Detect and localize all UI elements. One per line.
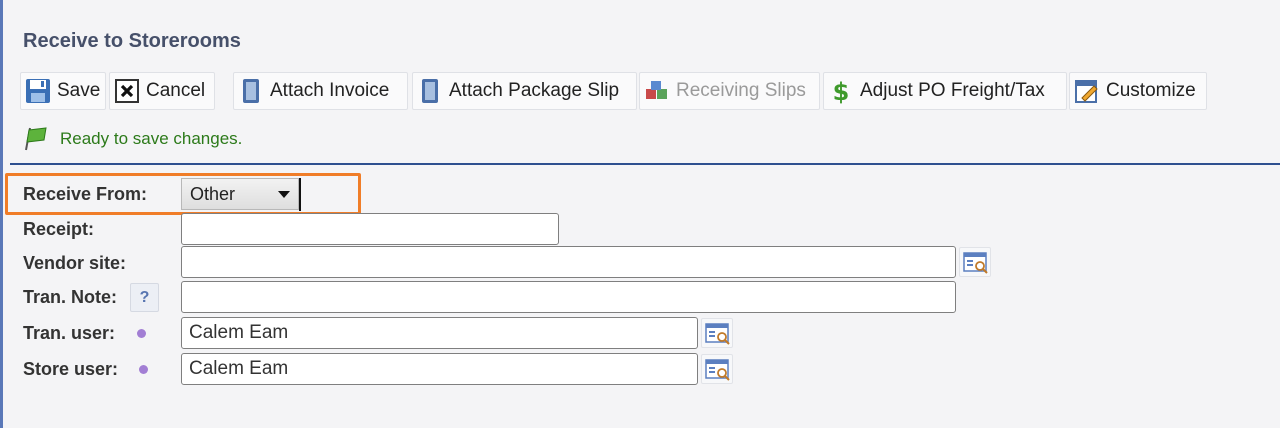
- lookup-list-icon: [705, 323, 730, 345]
- receiving-slips-label: Receiving Slips: [676, 80, 806, 101]
- document-icon: [417, 78, 443, 104]
- lookup-list-icon: [963, 252, 988, 274]
- floppy-disk-icon: [25, 78, 51, 104]
- tran-user-input[interactable]: Calem Eam: [181, 317, 698, 349]
- attach-package-slip-button[interactable]: Attach Package Slip: [412, 72, 637, 110]
- customize-button[interactable]: Customize: [1069, 72, 1207, 110]
- receipt-label: Receipt:: [23, 219, 95, 239]
- adjust-po-label: Adjust PO Freight/Tax: [860, 80, 1045, 101]
- store-user-input[interactable]: Calem Eam: [181, 353, 698, 385]
- receipt-input[interactable]: [181, 213, 559, 245]
- store-user-lookup-button[interactable]: [701, 354, 733, 384]
- edit-form-icon: [1074, 78, 1100, 104]
- help-button[interactable]: ?: [130, 283, 159, 312]
- receive-from-label: Receive From:: [23, 184, 148, 204]
- status-text: Ready to save changes.: [60, 129, 243, 148]
- status-message: Ready to save changes.: [22, 126, 242, 152]
- flag-icon: [22, 126, 50, 152]
- adjust-po-freight-tax-button[interactable]: $ Adjust PO Freight/Tax: [823, 72, 1067, 110]
- attach-invoice-label: Attach Invoice: [270, 80, 390, 101]
- save-label: Save: [57, 80, 101, 101]
- document-icon: [238, 78, 264, 104]
- section-divider: [10, 163, 1280, 165]
- attach-invoice-button[interactable]: Attach Invoice: [233, 72, 408, 110]
- attach-package-slip-label: Attach Package Slip: [449, 80, 620, 101]
- highlight-box: [5, 173, 361, 215]
- receive-from-select[interactable]: Other: [181, 178, 299, 210]
- tran-user-label: Tran. user:: [23, 323, 116, 343]
- x-box-icon: [114, 78, 140, 104]
- tran-note-input[interactable]: [181, 281, 956, 313]
- lookup-list-icon: [705, 359, 730, 381]
- receiving-slips-button[interactable]: Receiving Slips: [639, 72, 820, 110]
- vendor-site-label: Vendor site:: [23, 253, 127, 273]
- window-left-edge: [0, 0, 3, 428]
- store-user-label: Store user:: [23, 359, 119, 379]
- customize-label: Customize: [1106, 80, 1196, 101]
- required-dot-icon: [139, 365, 148, 374]
- receive-from-value: Other: [190, 183, 236, 204]
- vendor-site-lookup-button[interactable]: [959, 247, 991, 277]
- cancel-button[interactable]: Cancel: [109, 72, 215, 110]
- boxes-icon: [644, 78, 670, 104]
- caret-down-icon: [278, 191, 290, 198]
- text-cursor: [299, 178, 301, 211]
- cancel-label: Cancel: [146, 80, 206, 101]
- vendor-site-input[interactable]: [181, 246, 956, 278]
- svg-text:$: $: [833, 78, 850, 104]
- tran-user-lookup-button[interactable]: [701, 318, 733, 348]
- required-dot-icon: [137, 329, 146, 338]
- save-button[interactable]: Save: [20, 72, 106, 110]
- toolbar: Save Cancel Attach Invoice Attach Packag…: [20, 72, 1280, 110]
- page-title: Receive to Storerooms: [23, 30, 241, 52]
- dollar-icon: $: [828, 78, 854, 106]
- tran-note-label: Tran. Note:: [23, 287, 118, 307]
